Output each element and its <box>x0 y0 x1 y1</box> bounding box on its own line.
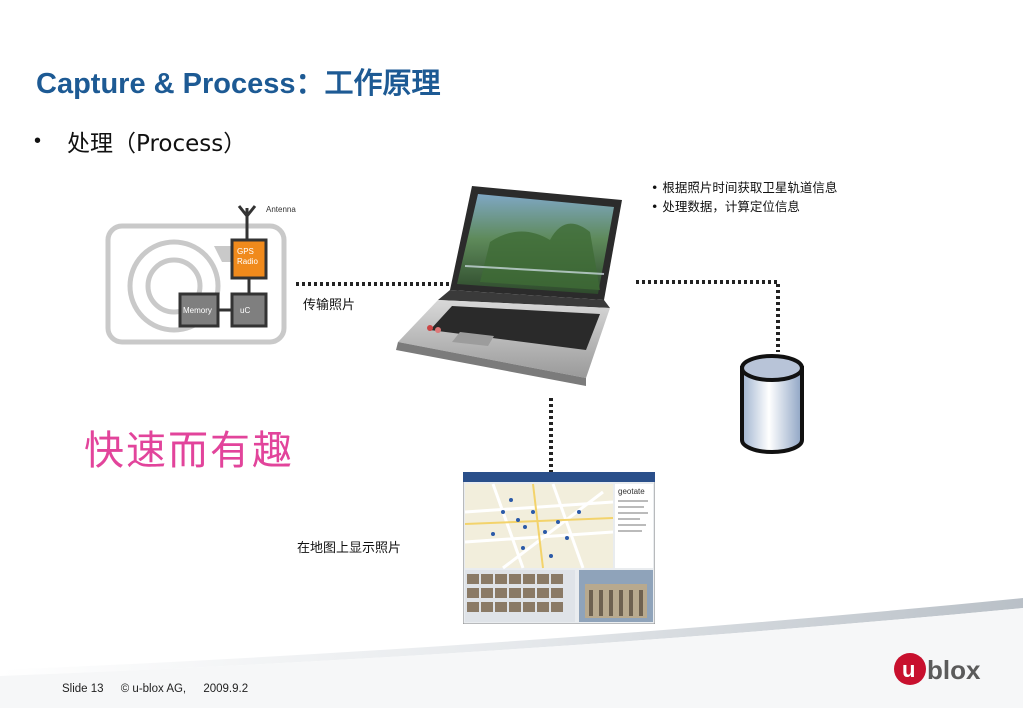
antenna-icon <box>237 205 257 240</box>
map-display-label: 在地图上显示照片 <box>297 541 402 556</box>
footer-swoosh <box>0 598 1023 708</box>
laptop-image <box>396 186 622 386</box>
note-item: • 处理数据，计算定位信息 <box>651 199 800 214</box>
bullet-marker: • <box>34 129 42 152</box>
ublox-logo: u blox <box>894 653 981 685</box>
logo-letter: u <box>902 657 915 682</box>
geotate-brand: geotate <box>618 487 645 496</box>
map-app-screenshot: geotate <box>463 472 655 624</box>
footer-date: 2009.9.2 <box>203 683 249 695</box>
slide-footer: Slide 13 © u-blox AG, 2009.9.2 <box>62 683 262 695</box>
processing-notes: • 根据照片时间获取卫星轨道信息 • 处理数据，计算定位信息 <box>651 178 837 216</box>
uc-label: uC <box>240 306 250 315</box>
database-icon <box>740 354 804 454</box>
memory-label: Memory <box>183 306 212 315</box>
copyright-text: © u-blox AG, <box>120 683 187 695</box>
uc-block <box>230 292 268 328</box>
logo-text: blox <box>927 655 981 685</box>
gps-device-diagram: Antenna GPS Radio Memory uC <box>105 205 296 345</box>
slide-title: Capture & Process：工作原理 <box>36 68 441 100</box>
note-item: • 根据照片时间获取卫星轨道信息 <box>651 180 838 195</box>
slogan-text: 快速而有趣 <box>84 428 294 474</box>
memory-block <box>178 292 220 328</box>
gps-label: GPS <box>237 247 254 256</box>
slide-number: Slide 13 <box>62 683 104 695</box>
radio-label: Radio <box>237 257 258 266</box>
transfer-photos-label: 传输照片 <box>303 298 356 313</box>
bullet-item: • 处理（Process） <box>34 124 246 158</box>
bullet-text: 处理（Process） <box>67 131 247 157</box>
antenna-label: Antenna <box>266 205 296 214</box>
